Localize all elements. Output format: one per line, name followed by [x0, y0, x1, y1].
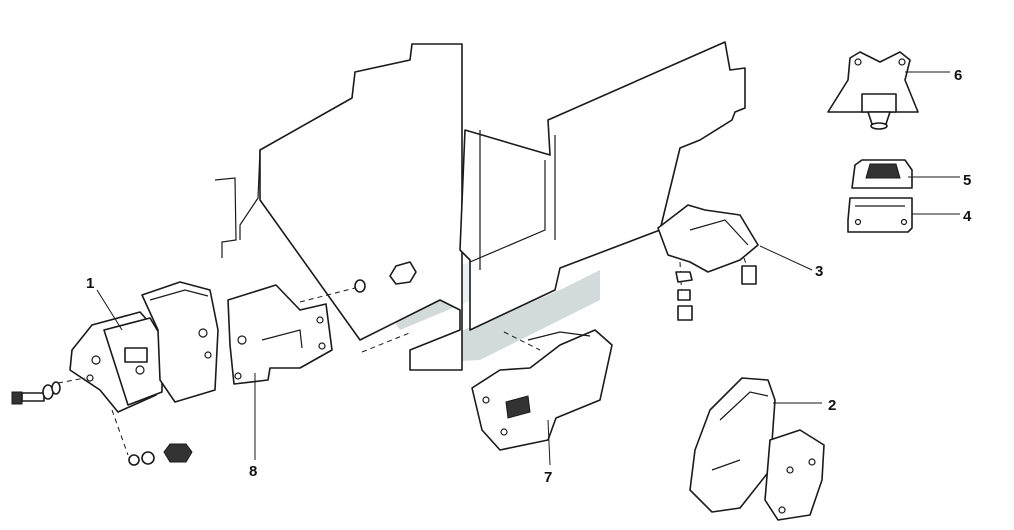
callout-6: 6 — [954, 67, 962, 84]
bolt-head-icon — [677, 305, 693, 321]
right-cover-panel — [459, 41, 746, 331]
watermark-band-3 — [420, 270, 600, 362]
part-5-rubber-pad — [851, 159, 913, 189]
washer-icon — [51, 381, 61, 395]
callout-7: 7 — [544, 469, 552, 486]
washer-icon — [354, 279, 366, 293]
part-2-support-pair — [689, 377, 825, 521]
part-1-bolt-assembly — [11, 377, 193, 466]
leader-lines — [96, 71, 960, 466]
callout-4: 4 — [963, 208, 972, 225]
left-cover-panel — [214, 43, 463, 371]
part-4-base-plate — [847, 197, 913, 233]
washer-icon — [677, 289, 691, 301]
washer-icon — [675, 271, 693, 283]
rubber-cushion — [141, 281, 219, 403]
part-7-bracket — [471, 329, 613, 451]
leader-3 — [759, 245, 813, 271]
callout-5: 5 — [963, 172, 971, 189]
part-3-rear-mount — [657, 204, 759, 321]
leader-7 — [547, 419, 551, 466]
callout-8: 8 — [249, 463, 257, 480]
leader-1 — [96, 289, 123, 331]
bolt-head-icon — [741, 265, 757, 285]
nut-icon — [163, 443, 193, 463]
callout-3: 3 — [815, 263, 823, 280]
callout-1: 1 — [86, 275, 94, 292]
part-1-engine-mount — [69, 311, 163, 413]
nut-icon — [389, 261, 417, 285]
part-8-mount-bracket — [227, 261, 417, 385]
part-6-upper-mount — [827, 51, 919, 130]
callouts: 1 2 3 4 5 6 7 8 — [86, 67, 972, 486]
bolt-head-icon — [11, 391, 23, 405]
washer-icon — [141, 451, 155, 465]
callout-2: 2 — [828, 397, 836, 414]
washer-icon — [128, 454, 140, 466]
